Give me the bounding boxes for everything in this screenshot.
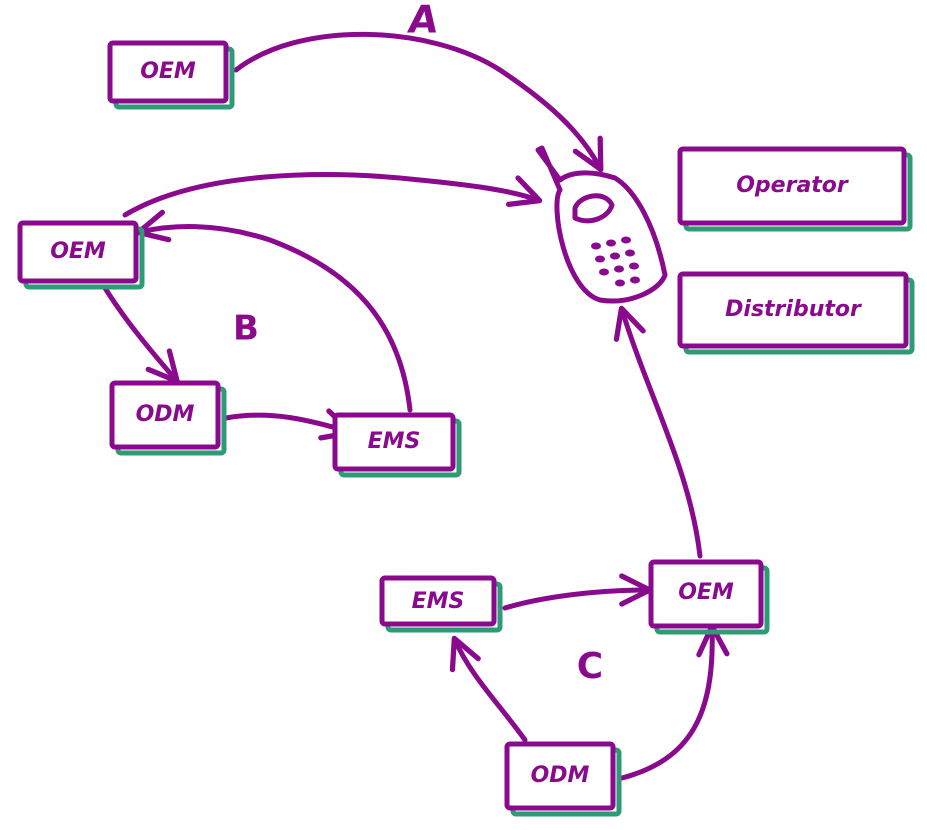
ems-box-b: EMS <box>332 412 462 478</box>
group-label-b: B <box>233 309 259 349</box>
group-label-a: A <box>405 0 441 42</box>
arrow-oem-a-to-phone <box>233 31 604 173</box>
odm-box-c: ODM <box>504 741 622 817</box>
operator-box-label: Operator <box>736 173 849 198</box>
oem-box-b-label: OEM <box>50 239 106 264</box>
arrow-ems-c-to-oem-c <box>502 573 653 611</box>
arrow-oem-b-to-odm-b <box>102 285 180 384</box>
oem-box-a: OEM <box>107 40 235 110</box>
arrow-ems-b-to-oem-b <box>135 209 413 413</box>
distributor-box: Distributor <box>677 271 915 355</box>
arrow-odm-c-to-oem-c <box>619 623 730 781</box>
ems-box-b-label: EMS <box>368 429 421 454</box>
ems-box-c: EMS <box>379 575 503 633</box>
group-label-c: C <box>577 646 603 687</box>
oem-box-b: OEM <box>17 220 145 290</box>
ems-box-c-label: EMS <box>412 589 465 614</box>
mobile-phone-icon <box>535 145 668 304</box>
distributor-box-label: Distributor <box>725 297 862 322</box>
odm-box-b-label: ODM <box>136 402 195 427</box>
arrow-odm-c-to-ems-c <box>449 635 528 743</box>
oem-box-c: OEM <box>648 559 770 635</box>
operator-box: Operator <box>677 146 913 232</box>
arrow-oem-c-to-phone <box>613 305 703 559</box>
arrow-oem-b-to-phone <box>122 172 543 218</box>
odm-box-c-label: ODM <box>531 763 590 788</box>
oem-box-c-label: OEM <box>678 580 734 605</box>
arrow-odm-b-to-ems-b <box>223 408 355 441</box>
oem-box-a-label: OEM <box>140 59 196 84</box>
odm-box-b: ODM <box>109 380 227 456</box>
